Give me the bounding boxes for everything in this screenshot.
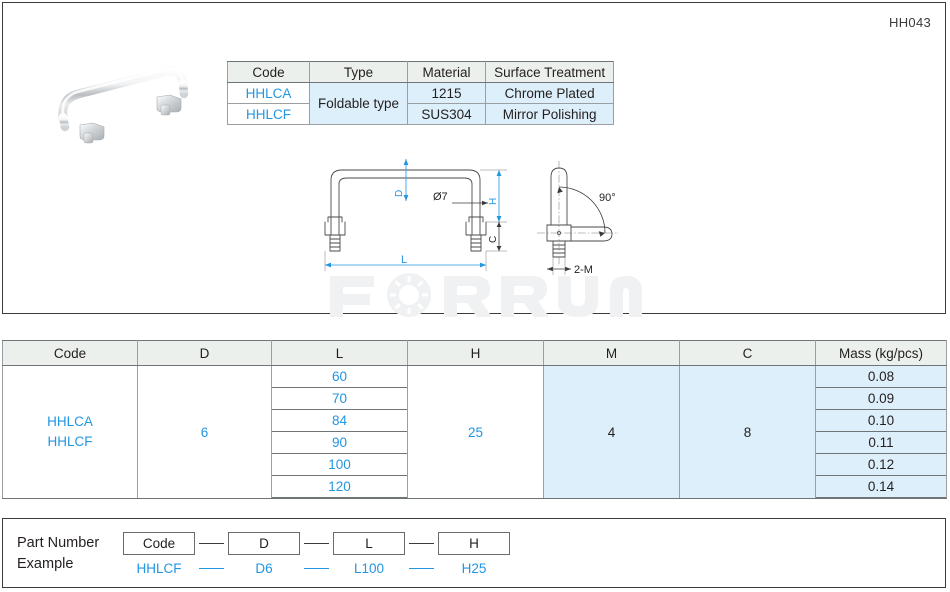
top-panel: HH043: [2, 2, 946, 314]
list-item: 0.10: [816, 409, 946, 432]
spec-header-code: Code: [227, 61, 310, 83]
list-item: 84: [272, 409, 407, 432]
spec-cell-code-hhlcf: HHLCF: [227, 103, 310, 125]
part-number-panel: Part Number Example Code HHLCF D D6 L L1…: [2, 518, 946, 588]
l-value-1: 60: [272, 366, 407, 388]
pn-value-h: H25: [461, 561, 487, 576]
mass-value-6: 0.14: [816, 475, 946, 498]
dim-cell-mass: 0.08 0.09 0.10 0.11 0.12 0.14: [815, 365, 947, 499]
dimension-label-c: C: [488, 236, 499, 243]
mass-value-list: 0.08 0.09 0.10 0.11 0.12 0.14: [816, 366, 946, 498]
part-number-chain: Code HHLCF D D6 L L100 H H25: [123, 532, 510, 576]
list-item: 0.12: [816, 453, 946, 476]
pn-value-d: D6: [255, 561, 273, 576]
pn-box-h: H: [438, 532, 510, 555]
table-row: HHLCA HHLCF 6 60 70 84 90 100 120 25: [2, 365, 947, 499]
part-number-segment-l: L L100: [333, 532, 405, 576]
part-number-segment-code: Code HHLCF: [123, 532, 195, 576]
table-row: HHLCF SUS304 Mirror Polishing: [227, 103, 615, 125]
spec-table: Code Type Material Surface Treatment HHL…: [227, 61, 615, 125]
spec-header-material: Material: [407, 61, 487, 83]
list-item: 0.09: [816, 387, 946, 410]
pn-box-code: Code: [123, 532, 195, 555]
spec-table-header-row: Code Type Material Surface Treatment: [227, 61, 615, 83]
product-photo: [33, 61, 218, 151]
list-item: 0.08: [816, 366, 946, 388]
list-item: 60: [272, 366, 407, 388]
l-value-5: 100: [272, 453, 407, 476]
pn-value-code: HHLCF: [136, 561, 182, 576]
list-item: 120: [272, 475, 407, 498]
list-item: 100: [272, 453, 407, 476]
dimension-label-l: L: [401, 254, 407, 266]
dim-header-l: L: [271, 340, 408, 366]
pn-separator-2: [300, 532, 333, 569]
dimension-table: Code D L H M C Mass (kg/pcs) HHLCA HHLCF…: [2, 340, 947, 499]
list-item: 0.11: [816, 431, 946, 454]
dimension-label-d: D: [394, 190, 405, 197]
pn-box-l: L: [333, 532, 405, 555]
spec-cell-material-sus304: SUS304: [407, 103, 487, 125]
list-item: 0.14: [816, 475, 946, 498]
dim-header-c: C: [679, 340, 816, 366]
dim-cell-l: 60 70 84 90 100 120: [271, 365, 408, 499]
technical-drawing: D Ø7 H: [303, 153, 663, 288]
dim-header-code: Code: [2, 340, 138, 366]
l-value-4: 90: [272, 431, 407, 454]
dim-code-line-1: HHLCA: [47, 414, 93, 430]
spec-header-surface: Surface Treatment: [485, 61, 615, 83]
spec-cell-material-1215: 1215: [407, 82, 487, 104]
dimension-table-header-row: Code D L H M C Mass (kg/pcs): [2, 340, 947, 366]
dim-code-line-2: HHLCF: [47, 434, 93, 449]
dim-cell-code: HHLCA HHLCF: [2, 365, 138, 499]
table-row: HHLCA Foldable type 1215 Chrome Plated: [227, 82, 615, 125]
pn-value-l: L100: [353, 561, 385, 576]
pn-separator-1: [195, 532, 228, 569]
l-value-2: 70: [272, 387, 407, 410]
part-number-title-line1: Part Number: [17, 535, 100, 551]
spec-cell-type: Foldable type: [308, 82, 409, 125]
part-number-segment-h: H H25: [438, 532, 510, 576]
pn-separator-3: [405, 532, 438, 569]
dim-header-m: M: [543, 340, 680, 366]
dim-cell-d: 6: [137, 365, 272, 499]
dim-header-h: H: [407, 340, 544, 366]
l-value-list: 60 70 84 90 100 120: [272, 366, 407, 498]
list-item: 70: [272, 387, 407, 410]
spec-cell-code-hhlca: HHLCA: [227, 82, 310, 104]
mass-value-5: 0.12: [816, 453, 946, 476]
part-number-title-line2: Example: [17, 556, 74, 573]
part-number-segment-d: D D6: [228, 532, 300, 576]
dimension-label-h: H: [488, 198, 499, 205]
spec-header-type: Type: [308, 61, 409, 83]
list-item: 90: [272, 431, 407, 454]
mass-value-1: 0.08: [816, 366, 946, 388]
dim-header-d: D: [137, 340, 272, 366]
dim-header-mass: Mass (kg/pcs): [815, 340, 947, 366]
mass-value-2: 0.09: [816, 387, 946, 410]
mass-value-3: 0.10: [816, 409, 946, 432]
l-value-3: 84: [272, 409, 407, 432]
dimension-label-thread: 2-M: [574, 264, 593, 276]
spec-cell-surface-chrome: Chrome Plated: [485, 82, 615, 104]
dim-cell-h: 25: [407, 365, 544, 499]
dim-cell-c: 8: [679, 365, 816, 499]
part-number-title: Part Number Example: [17, 533, 99, 575]
mass-value-4: 0.11: [816, 431, 946, 454]
page-code: HH043: [889, 15, 931, 30]
dim-cell-m: 4: [543, 365, 680, 499]
pn-box-d: D: [228, 532, 300, 555]
dimension-label-diameter: Ø7: [433, 191, 448, 203]
dimension-label-angle: 90°: [599, 192, 616, 204]
l-value-6: 120: [272, 475, 407, 498]
spec-cell-surface-mirror: Mirror Polishing: [485, 103, 615, 125]
